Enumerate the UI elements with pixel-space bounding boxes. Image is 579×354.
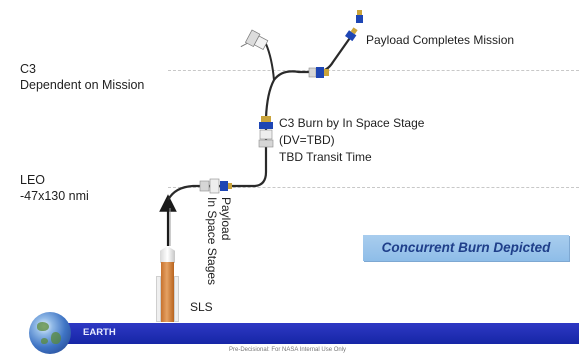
c3-level-subtitle: Dependent on Mission	[20, 78, 145, 92]
c3-burn-label: C3 Burn by In Space Stage	[279, 116, 425, 130]
earth-label: EARTH	[83, 327, 116, 338]
rocket-booster-right	[174, 276, 179, 322]
payload-stage-label: Payload In Space Stages	[205, 197, 233, 285]
c3-burn-dv-label: (DV=TBD)	[279, 133, 335, 147]
payload-stage-line2: In Space Stages	[205, 197, 219, 286]
trajectory-branch	[265, 43, 275, 81]
payload-stage-line1: Payload	[219, 197, 233, 241]
rocket-booster-left	[156, 276, 161, 322]
payload-completes-label: Payload Completes Mission	[366, 33, 515, 47]
rocket-fairing	[160, 246, 175, 263]
c3-level-title: C3	[20, 62, 36, 76]
spacecraft-icon	[199, 178, 232, 194]
leo-level-line	[168, 187, 579, 188]
spacecraft-icon	[308, 67, 329, 78]
transit-time-label: TBD Transit Time	[279, 150, 372, 164]
spacecraft-icon	[356, 10, 363, 23]
sls-label: SLS	[190, 300, 213, 314]
rocket-core-stage	[161, 262, 174, 322]
spacecraft-icon	[345, 27, 358, 42]
c3-level-line	[168, 70, 579, 71]
earth-globe-icon	[29, 312, 71, 354]
footnote: Pre-Decisional: For NASA Internal Use On…	[229, 347, 347, 353]
discarded-stage-icon	[240, 29, 269, 50]
leo-level-title: LEO	[20, 173, 46, 187]
concurrent-burn-callout: Concurrent Burn Depicted	[363, 235, 569, 261]
leo-level-subtitle: -47x130 nmi	[20, 189, 89, 203]
spacecraft-icon	[258, 116, 274, 148]
earth-surface-bar	[62, 323, 579, 344]
